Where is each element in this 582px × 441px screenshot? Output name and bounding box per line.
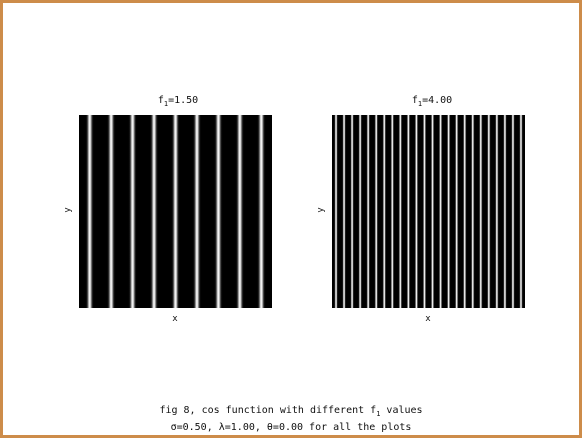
- plot-title-left: f1=1.50: [157, 95, 199, 108]
- plot-title-var: f: [411, 95, 418, 106]
- stripe: [476, 115, 485, 308]
- stripe: [412, 115, 421, 308]
- stripe: [492, 115, 501, 308]
- y-axis-label-right: y: [316, 207, 326, 213]
- plot-title-value: 4.00: [428, 95, 453, 106]
- stripe: [436, 115, 445, 308]
- plot-title-right: f1=4.00: [411, 95, 453, 108]
- stripe: [143, 115, 165, 308]
- stripe: [364, 115, 373, 308]
- x-axis-label-right: x: [425, 314, 431, 324]
- plot-title-sub: 1: [163, 100, 169, 108]
- stripe: [332, 115, 341, 308]
- stripe: [388, 115, 397, 308]
- plot-title-sub: 1: [417, 100, 423, 108]
- stripe: [250, 115, 272, 308]
- x-axis-label-left: x: [172, 314, 178, 324]
- plot-title-var: f: [157, 95, 164, 106]
- stripe: [500, 115, 509, 308]
- stripe: [380, 115, 389, 308]
- stripe: [468, 115, 477, 308]
- stripe: [79, 115, 101, 308]
- stripe: [508, 115, 517, 308]
- figure: f1=1.50 x y f1=4.00 x y fig 8, cos funct…: [3, 3, 582, 441]
- stripe: [186, 115, 208, 308]
- figure-caption: fig 8, cos function with different f1 va…: [3, 404, 579, 434]
- stripe: [404, 115, 413, 308]
- stripe: [428, 115, 437, 308]
- caption-line-1-suffix: values: [380, 405, 423, 416]
- stripe: [396, 115, 405, 308]
- stripe: [356, 115, 365, 308]
- stripe: [100, 115, 122, 308]
- stripe: [207, 115, 230, 308]
- caption-line-2: σ=0.50, λ=1.00, θ=0.00 for all the plots: [170, 422, 412, 433]
- stripe: [340, 115, 349, 308]
- stripe: [164, 115, 187, 308]
- caption-line-1-prefix: fig 8, cos function with different f: [159, 405, 377, 416]
- stripe: [460, 115, 469, 308]
- stripe: [348, 115, 357, 308]
- stripe: [452, 115, 461, 308]
- stripe: [444, 115, 453, 308]
- caption-line-1-sub: 1: [376, 410, 381, 418]
- caption-line-1: fig 8, cos function with different f1 va…: [3, 404, 579, 421]
- stripe: [121, 115, 144, 308]
- y-axis-label-left: y: [63, 207, 73, 213]
- stripe: [484, 115, 493, 308]
- cos-heatmap-right: [332, 115, 525, 308]
- stripe: [372, 115, 381, 308]
- stripe: [420, 115, 429, 308]
- stripe: [229, 115, 251, 308]
- cos-heatmap-left: [79, 115, 272, 308]
- plot-title-value: 1.50: [174, 95, 199, 106]
- stripe: [516, 115, 525, 308]
